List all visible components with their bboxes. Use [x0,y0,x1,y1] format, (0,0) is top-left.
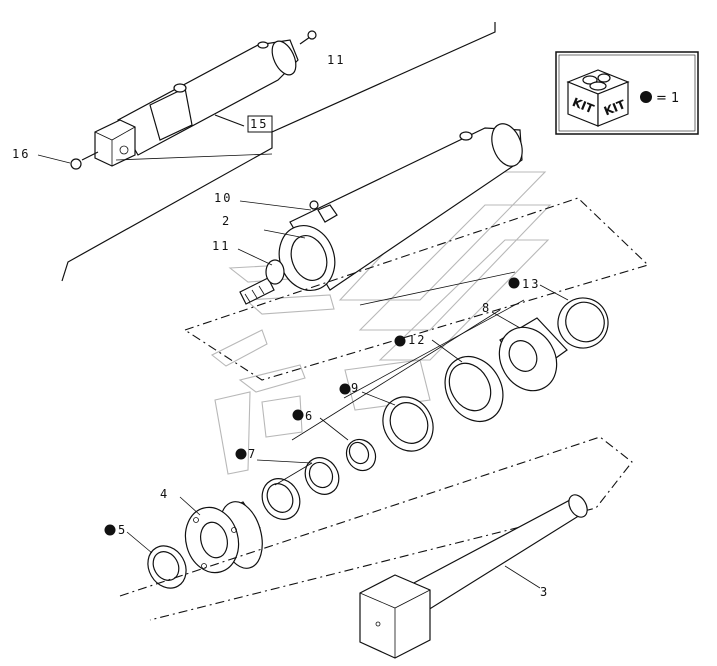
seal-kit-outline [183,197,650,381]
leader-lines [115,153,569,589]
kit-bullet-icon [640,91,652,103]
grease-fitting-part [239,259,285,305]
seal-12-part [444,356,504,422]
kit-equals-text: = 1 [656,91,679,106]
callout-15: 15 [250,117,268,131]
ring-5-part [147,545,187,589]
callout-13: 13 [522,277,540,291]
callout-labels: 11 15 16 10 2 11 13 8 12 9 6 7 4 5 3 [12,53,549,599]
callout-4: 4 [160,487,169,501]
callout-6: 6 [305,409,314,423]
bullet-12 [394,335,406,347]
callout-5: 5 [118,523,127,537]
bullet-9 [339,383,351,395]
callout-2: 2 [222,214,231,228]
small-cylinder-assembly [37,30,317,170]
bullet-7 [235,448,247,460]
callout-3: 3 [540,585,549,599]
callout-7: 7 [248,447,257,461]
callout-8: 8 [482,301,491,315]
ring-13-part [557,297,609,349]
ring-6-part [345,438,377,472]
bullet-13 [508,277,520,289]
callout-12: 12 [408,333,426,347]
callout-10: 10 [214,191,232,205]
callout-11-top: 11 [327,53,345,67]
ring-9-part [382,396,434,452]
kit-box-icon: KIT KIT [566,69,630,127]
upper-assembly-outline [61,22,496,282]
piston-rod-3-part [359,494,588,659]
callout-16: 16 [12,147,30,161]
callout-9: 9 [351,381,360,395]
rings-7-part [261,457,340,520]
piston-8-part [498,317,568,392]
cylinder-barrel-part [278,123,523,291]
gland-4-part [184,501,263,574]
bullet-6 [292,409,304,421]
bullet-5 [104,524,116,536]
kit-legend: KIT KIT = 1 [555,51,699,135]
callout-11-mid: 11 [212,239,230,253]
rod-assembly-outline [119,436,633,621]
callout-15-box [247,115,273,133]
